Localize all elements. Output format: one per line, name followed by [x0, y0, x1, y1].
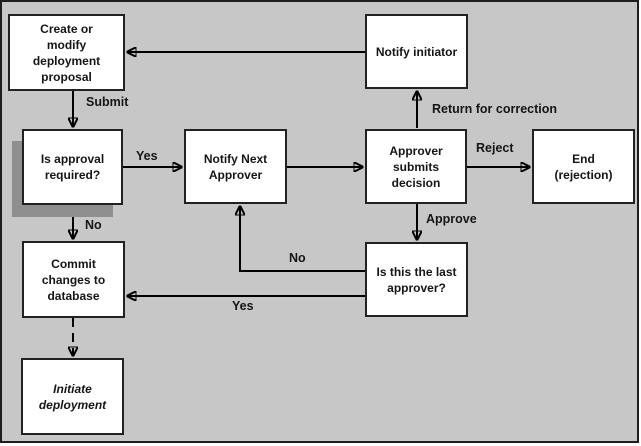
edge-label-approve: Approve: [426, 212, 477, 226]
node-notify-initiator-label: Notify initiator: [375, 44, 458, 59]
edge-label-submit: Submit: [86, 95, 129, 109]
edge-label-yes-last: Yes: [232, 299, 254, 313]
node-create-proposal: Create or modify deployment proposal: [8, 14, 125, 91]
edge-label-no-approval: No: [85, 218, 102, 232]
node-notify-initiator: Notify initiator: [365, 14, 468, 89]
node-is-last-approver: Is this the last approver?: [365, 242, 468, 317]
node-create-proposal-label: Create or modify deployment proposal: [32, 21, 101, 84]
node-is-last-approver-label: Is this the last approver?: [376, 264, 457, 295]
node-commit-changes: Commit changes to database: [22, 241, 125, 318]
node-end-rejection: End (rejection): [532, 129, 635, 204]
node-notify-next-approver: Notify Next Approver: [184, 129, 287, 204]
edge-label-return-for-correction: Return for correction: [432, 102, 558, 116]
edge-label-yes-approval: Yes: [136, 149, 158, 163]
node-is-approval-required: Is approval required?: [22, 129, 123, 205]
node-end-rejection-label: End (rejection): [554, 151, 613, 182]
node-is-approval-required-label: Is approval required?: [40, 152, 105, 182]
node-approver-submits-decision-label: Approver submits decision: [389, 143, 443, 190]
edge-label-reject: Reject: [476, 141, 514, 155]
node-commit-changes-label: Commit changes to database: [41, 256, 106, 303]
node-notify-next-approver-label: Notify Next Approver: [203, 151, 268, 182]
edge-label-no-last: No: [289, 251, 306, 265]
node-initiate-deployment-label: Initiate deployment: [38, 381, 107, 412]
node-approver-submits-decision: Approver submits decision: [365, 129, 467, 204]
node-initiate-deployment: Initiate deployment: [21, 358, 124, 435]
